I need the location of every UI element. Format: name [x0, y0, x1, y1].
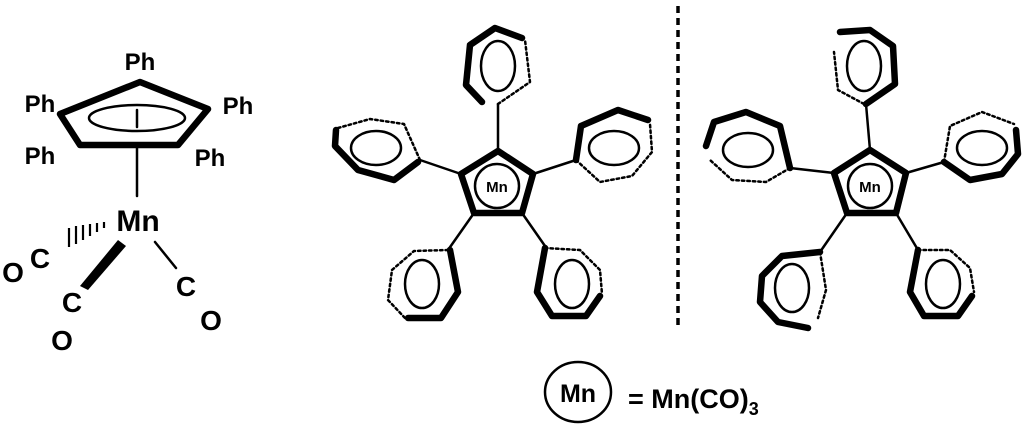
conformer-a-mn-circle	[473, 162, 521, 210]
ph-label-lower-right: Ph	[195, 145, 226, 172]
co-right-o: O	[200, 305, 222, 336]
conformer-b: Mn	[702, 26, 1022, 332]
conformer-b-phenyl-top	[832, 26, 899, 108]
legend: Mn = Mn(CO)3	[543, 360, 759, 424]
conformer-b-cp-ring	[830, 146, 910, 217]
conformer-a: Mn	[331, 24, 654, 322]
metal-label: Mn	[116, 205, 159, 238]
co-bottom-o: O	[51, 325, 73, 356]
conformer-a-cp-ring	[457, 147, 537, 217]
conformer-a-phenyl-top	[462, 24, 532, 106]
co-bottom-c: C	[62, 287, 82, 318]
conformer-b-phenyl-upper-right	[940, 110, 1022, 184]
conformer-a-phenyl-lower-left	[386, 246, 462, 322]
conformer-a-phenyl-lower-right	[533, 244, 604, 320]
hashed-wedge-bond	[67, 222, 106, 247]
conformer-b-mn-circle	[846, 162, 894, 210]
conformer-b-phenyl-lower-right	[906, 246, 976, 320]
conformer-a-mn-label: Mn	[486, 179, 508, 196]
ph-label-upper-left: Ph	[25, 91, 56, 118]
conformer-b-phenyl-lower-left	[756, 248, 828, 332]
co-right-c: C	[176, 271, 196, 302]
ph-label-lower-left: Ph	[25, 143, 56, 170]
legend-mn-circle	[543, 360, 613, 424]
legend-subscript: 3	[749, 399, 759, 419]
co-left-o: O	[2, 257, 24, 288]
explicit-structure: Ph Ph Ph Ph Ph Mn C O C O C O	[2, 49, 253, 356]
ph-label-top: Ph	[125, 49, 156, 76]
plain-co-bond	[153, 240, 178, 270]
conformer-b-phenyl-upper-left	[702, 108, 794, 184]
legend-formula: = Mn(CO)	[628, 384, 749, 414]
conformer-b-mn-label: Mn	[859, 179, 881, 196]
ph-label-upper-right: Ph	[223, 93, 254, 120]
conformer-a-phenyl-upper-right	[572, 106, 654, 184]
cp-ring	[56, 78, 212, 149]
cp-ring-pi-ellipse	[87, 103, 187, 133]
legend-equals-text: = Mn(CO)3	[628, 384, 759, 419]
co-left-c: C	[30, 243, 50, 274]
bold-wedge-bond	[80, 240, 126, 290]
legend-mn-symbol: Mn	[560, 380, 596, 408]
conformer-a-phenyl-upper-left	[331, 117, 422, 184]
